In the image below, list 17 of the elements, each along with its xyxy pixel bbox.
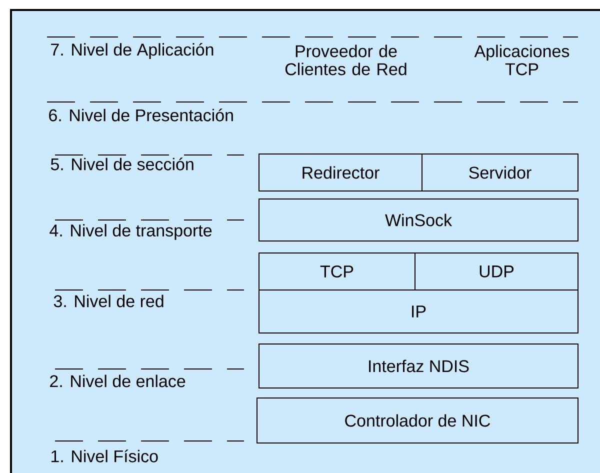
layer-label: 5. Nivel de sección [50, 158, 194, 170]
layer-label: 7. Nivel de Aplicación [51, 42, 214, 60]
layer-box: Controlador de NIC [256, 397, 578, 444]
layer-label: 4. Nivel de transporte [50, 224, 212, 240]
layer-box: Redirector [258, 154, 422, 192]
component-label: Proveedor de Clientes de Red [285, 44, 406, 76]
layer-box: Interfaz NDIS [258, 343, 578, 388]
layer-box: UDP [414, 252, 578, 290]
component-label: Aplicaciones TCP [474, 44, 570, 76]
layer-label: 6. Nivel de Presentación [49, 108, 233, 122]
layer-box: Servidor [422, 154, 578, 192]
layer-label: 1. Nivel Físico [52, 450, 158, 462]
layer-box: TCP [258, 252, 416, 290]
layer-label: 3. Nivel de red [54, 294, 164, 308]
layer-box: WinSock [258, 198, 578, 242]
layer-box: IP [258, 289, 578, 334]
layer-label: 2. Nivel de enlace [50, 374, 186, 388]
